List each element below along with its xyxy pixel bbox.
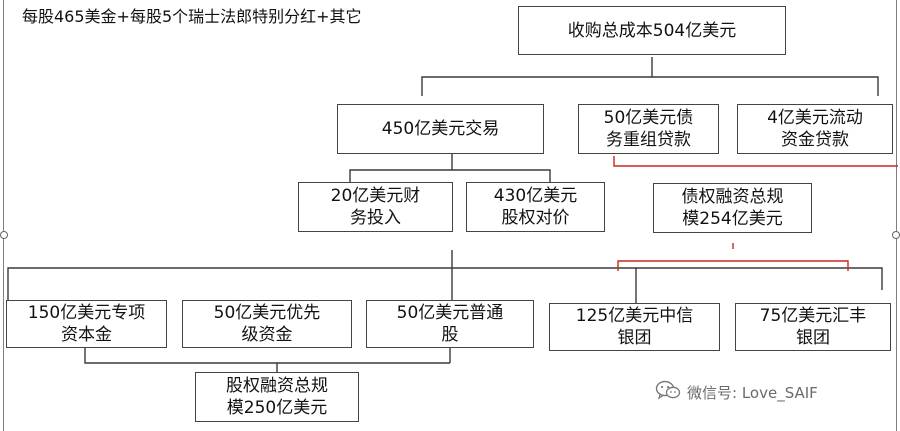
special-capital-box: 150亿美元专项 资本金 bbox=[6, 300, 167, 348]
wechat-watermark: 微信号: Love_SAIF bbox=[655, 380, 818, 404]
common-stock-box: 50亿美元普通 股 bbox=[366, 300, 534, 348]
wechat-icon bbox=[655, 380, 681, 404]
debt-financing-total-box: 债权融资总规 模254亿美元 bbox=[653, 183, 812, 233]
equity-financing-total-box: 股权融资总规 模250亿美元 bbox=[195, 372, 359, 422]
preferred-funds-box: 50亿美元优先 级资金 bbox=[182, 300, 352, 348]
wechat-id-text: 微信号: Love_SAIF bbox=[687, 383, 818, 402]
frame-right-line bbox=[896, 0, 897, 431]
working-capital-loan-box: 4亿美元流动 资金贷款 bbox=[737, 104, 893, 154]
citic-syndicate-box: 125亿美元中信 银团 bbox=[549, 303, 720, 351]
deal-450-box: 450亿美元交易 bbox=[337, 104, 544, 154]
frame-left-line bbox=[3, 0, 4, 431]
offer-price-caption: 每股465美金+每股5个瑞士法郎特别分红+其它 bbox=[22, 7, 362, 26]
equity-consideration-box: 430亿美元 股权对价 bbox=[466, 182, 605, 232]
hsbc-syndicate-box: 75亿美元汇丰 银团 bbox=[735, 303, 891, 351]
total-cost-box: 收购总成本504亿美元 bbox=[518, 6, 786, 55]
debt-restructuring-loan-box: 50亿美元债 务重组贷款 bbox=[578, 104, 719, 154]
financial-input-box: 20亿美元财 务投入 bbox=[298, 182, 453, 232]
resize-handle-left[interactable] bbox=[0, 231, 8, 239]
